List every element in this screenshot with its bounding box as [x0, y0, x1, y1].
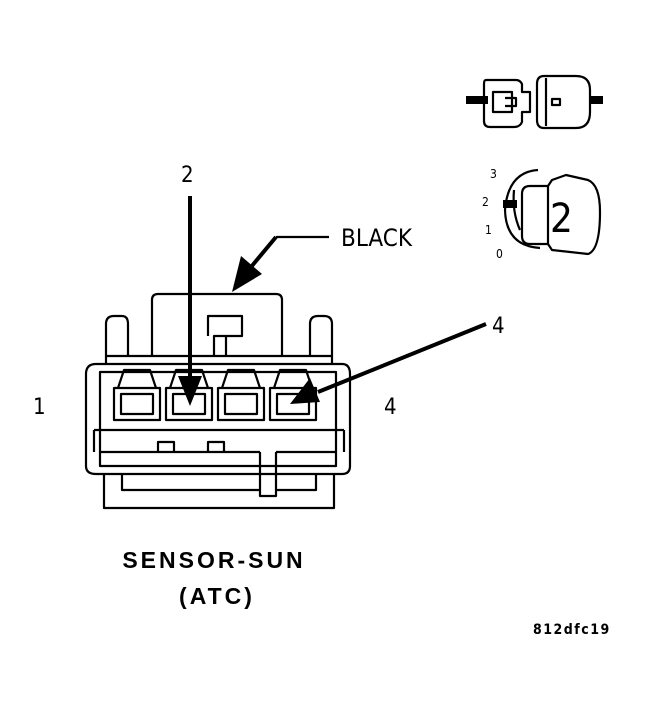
cavity-label-4: 4: [384, 395, 397, 420]
black-leader-arrow: [232, 235, 329, 292]
pin-4-leader-arrow: [290, 322, 487, 404]
connector-body: [84, 292, 352, 510]
position-label-2: 2: [482, 195, 489, 209]
pin-2-leader-arrow: [178, 196, 202, 406]
position-label-3: 3: [490, 167, 497, 181]
cavity-label-1: 1: [33, 395, 46, 420]
diagram-title: SENSOR-SUN: [122, 547, 305, 573]
position-label-1: 1: [485, 223, 492, 237]
terminal-cavity-1: [112, 368, 162, 422]
color-callout-label: BLACK: [341, 224, 413, 252]
connector-mating-icon: [466, 74, 603, 130]
pin-callout-label-2: 2: [181, 163, 194, 188]
terminal-cavity-3: [216, 368, 266, 422]
position-indicator-icon: 3 2 1 0 2: [482, 167, 602, 261]
pin-callout-label-4: 4: [492, 314, 505, 339]
diagram-subtitle: (ATC): [179, 583, 255, 609]
terminal-cavity-4: [268, 368, 318, 422]
figure-id: 812dfc19: [533, 622, 611, 638]
position-selected-digit: 2: [550, 196, 573, 242]
terminal-cavity-2: [164, 368, 214, 422]
position-label-0: 0: [496, 247, 503, 261]
